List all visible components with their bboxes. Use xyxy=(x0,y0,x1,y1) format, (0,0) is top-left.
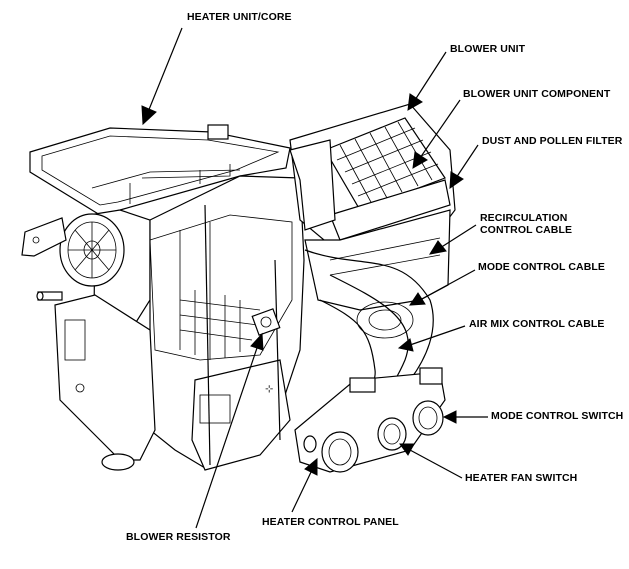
connecting-duct xyxy=(289,139,336,231)
label-mode-control-switch: MODE CONTROL SWITCH xyxy=(491,410,624,422)
left-mounting-bracket xyxy=(21,217,67,257)
label-blower-unit-component: BLOWER UNIT COMPONENT xyxy=(463,88,611,100)
arrow-mark: ⊹ xyxy=(265,384,273,395)
label-heater-control-panel: HEATER CONTROL PANEL xyxy=(262,516,399,528)
label-air-mix-control-cable: AIR MIX CONTROL CABLE xyxy=(469,318,605,330)
label-recirculation-line1: RECIRCULATION xyxy=(480,212,568,224)
label-recirculation-line2: CONTROL CABLE xyxy=(480,224,573,236)
label-heater-fan-switch: HEATER FAN SWITCH xyxy=(465,472,578,484)
blower-unit xyxy=(289,103,456,339)
label-heater-unit-core: HEATER UNIT/CORE xyxy=(187,11,292,23)
blower-resistor-part xyxy=(251,308,281,336)
leader-lines xyxy=(141,27,488,529)
blower-fan-wheel xyxy=(59,213,125,287)
top-flap xyxy=(207,124,229,140)
label-mode-control-cable: MODE CONTROL CABLE xyxy=(478,261,606,273)
label-dust-pollen-filter: DUST AND POLLEN FILTER xyxy=(482,135,623,147)
left-pipe xyxy=(36,291,63,301)
label-blower-unit: BLOWER UNIT xyxy=(450,43,526,55)
heater-unit-body: ⊹ xyxy=(29,127,305,471)
label-blower-resistor: BLOWER RESISTOR xyxy=(126,531,231,543)
